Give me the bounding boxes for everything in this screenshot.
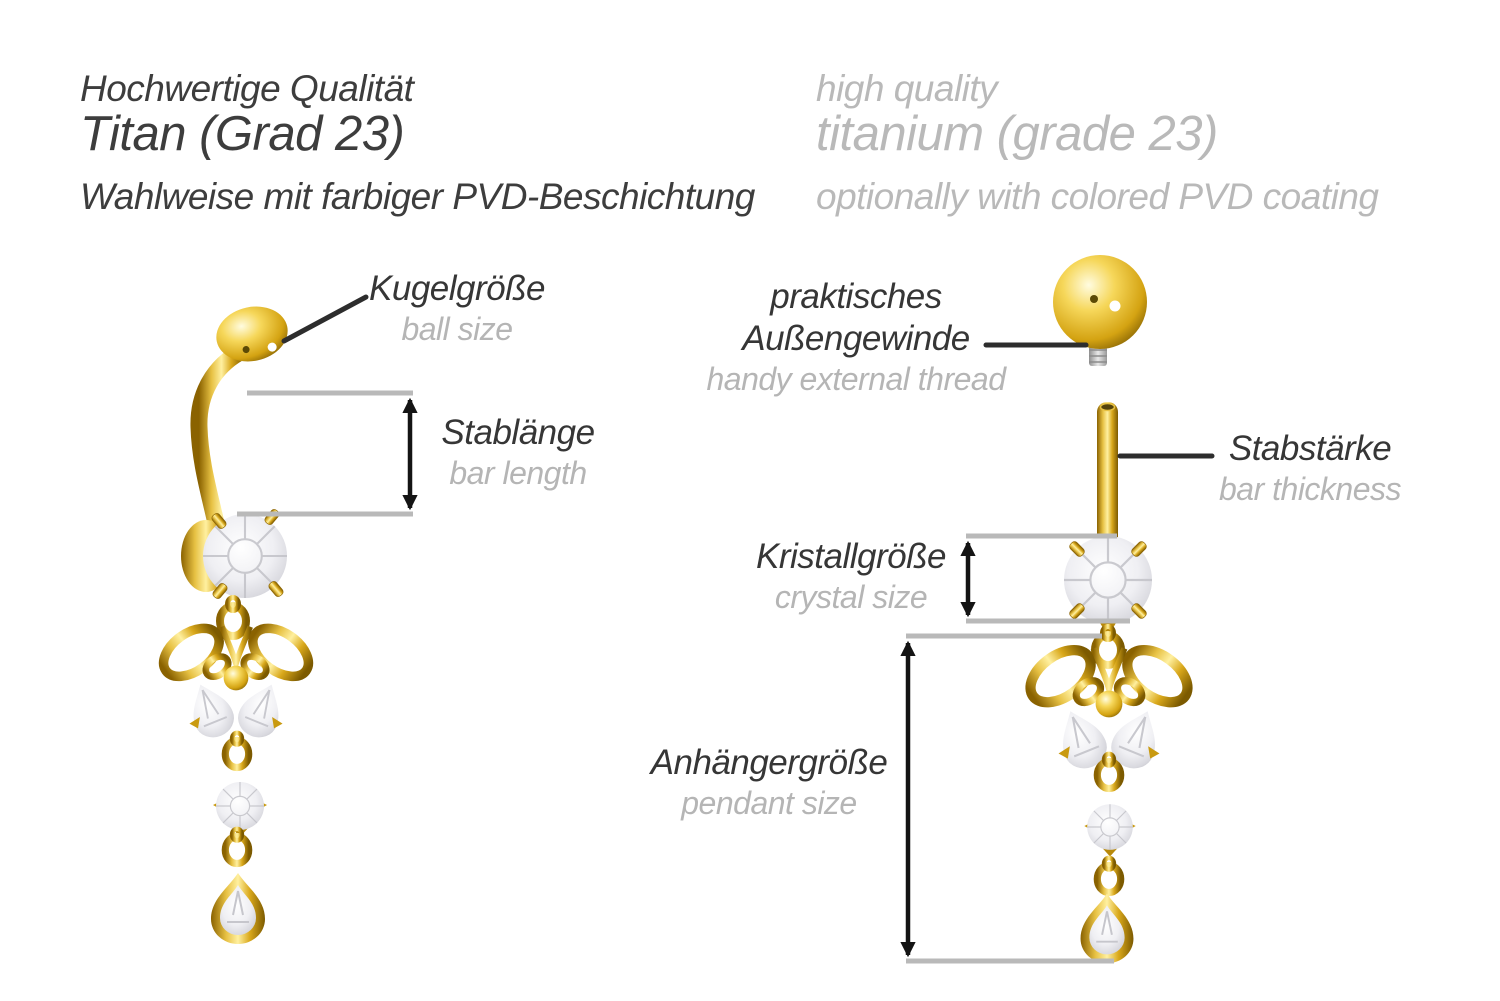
measurement-graphics [237,294,1215,964]
heading-de-quality: Hochwertige Qualität [80,68,414,109]
curved-bar [190,341,253,528]
straight-bar [1097,402,1118,548]
label-crystal-size-en: crystal size [774,579,928,615]
label-bar-length-de: Stablänge [441,413,595,452]
label-pendant-size-de: Anhängergröße [650,743,888,782]
teardrop-crystal [1079,892,1135,965]
heading-de-coating: Wahlweise mit farbiger PVD-Beschichtung [80,176,755,217]
label-bar-thickness: Stabstärke bar thickness [1218,428,1402,508]
left-belly-ring-illustration [155,306,317,945]
chain-link [225,733,248,768]
chain-link [1097,858,1120,893]
teardrop-crystal [210,872,266,945]
label-ball-size: Kugelgröße ball size [369,268,545,348]
ball [216,306,288,362]
label-pendant-size: Anhängergröße pendant size [651,742,888,822]
label-crystal-size-de: Kristallgröße [756,537,946,576]
label-external-thread-en: handy external thread [706,361,1006,397]
heading-de-material: Titan (Grad 23) [80,107,405,161]
right-belly-ring-illustration [1021,255,1197,965]
label-bar-thickness-en: bar thickness [1218,471,1402,507]
heading-en-material: titanium (grade 23) [816,107,1218,161]
label-bar-length-en: bar length [449,455,587,491]
label-pendant-size-en: pendant size [681,785,857,821]
label-ball-size-de: Kugelgröße [369,269,545,308]
threaded-ball [1053,255,1147,366]
label-external-thread-de2: Außengewinde [742,319,970,358]
label-bar-length: Stablänge bar length [441,412,595,492]
ball-size-leader-line [281,294,369,344]
chain-link [225,829,248,864]
label-bar-thickness-de: Stabstärke [1228,429,1392,468]
label-external-thread: praktisches Außengewinde handy external … [706,276,1006,398]
label-crystal-size: Kristallgröße crystal size [756,536,946,616]
heading-en-quality: high quality [816,68,998,109]
label-external-thread-de1: praktisches [770,277,942,316]
label-ball-size-en: ball size [401,311,513,347]
small-crystal [1084,804,1135,856]
heading-en-coating: optionally with colored PVD coating [816,176,1379,217]
